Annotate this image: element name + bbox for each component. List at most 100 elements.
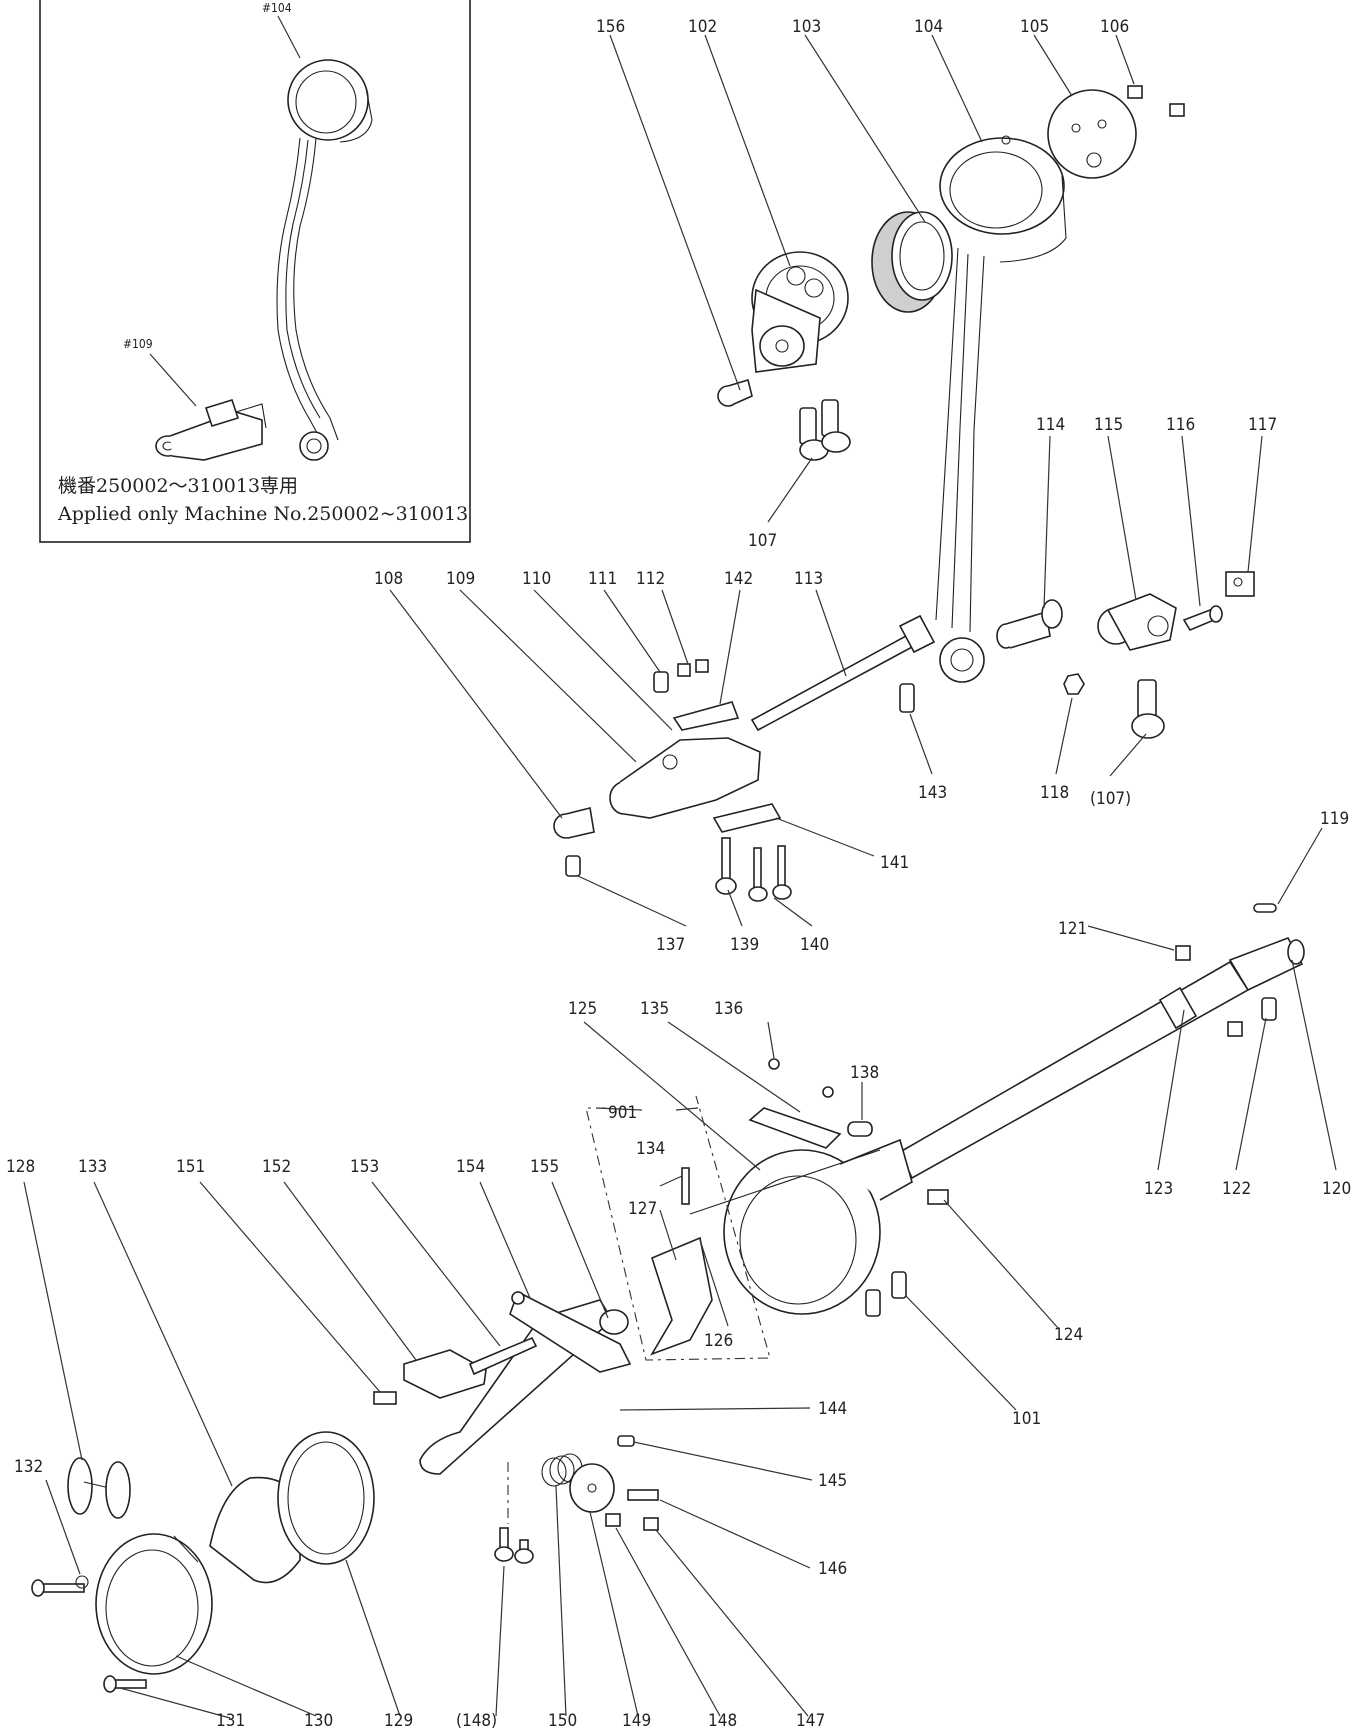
callout-141: 141 — [880, 853, 909, 873]
inset-note-jp: 機番250002〜310013専用 — [58, 475, 298, 497]
part-107-screws — [799, 399, 851, 461]
callout-149: 149 — [622, 1711, 651, 1728]
callout-901: 901 — [608, 1103, 637, 1123]
callout-139: 139 — [730, 935, 759, 955]
callout-140: 140 — [800, 935, 829, 955]
callout-101: 101 — [1012, 1409, 1041, 1429]
part-134-pin — [681, 1167, 690, 1205]
part-114-pin — [996, 599, 1063, 649]
part-121-setscrew — [1175, 945, 1191, 961]
part-143-pin — [899, 683, 915, 713]
callout-105: 105 — [1020, 17, 1049, 37]
callout-123: 123 — [1144, 1179, 1173, 1199]
callout-116: 116 — [1166, 415, 1195, 435]
part-139-140-screws — [715, 837, 792, 902]
callout-130: 130 — [304, 1711, 333, 1728]
part-122-pins — [1227, 997, 1277, 1037]
part-138-key — [847, 1121, 873, 1137]
callout-102: 102 — [688, 17, 717, 37]
part-136-screws — [768, 1058, 834, 1098]
callout-150: 150 — [548, 1711, 577, 1728]
part-131-132-screws — [31, 1575, 147, 1693]
part-125-hook-driver — [689, 1138, 913, 1315]
callout-106: 106 — [1100, 17, 1129, 37]
callout-153: 153 — [350, 1157, 379, 1177]
leader-lines — [23, 34, 1337, 1719]
part-111-112-setscrews — [653, 659, 709, 693]
inset-ref-109: #109 — [123, 337, 153, 351]
callout-128: 128 — [6, 1157, 35, 1177]
part-102-eccentric-cam — [751, 251, 849, 373]
callout-124: 124 — [1054, 1325, 1083, 1345]
part-127-hook — [650, 1236, 713, 1356]
part-113-shaft — [750, 614, 936, 732]
part-115-block — [1097, 593, 1177, 651]
callout-114: 114 — [1036, 415, 1065, 435]
part-135-plate — [748, 1107, 842, 1149]
inset-link-drawing — [276, 59, 373, 461]
callout-125: 125 — [568, 999, 597, 1019]
callout-labels: 156 102 103 104 105 106 107 114 115 116 … — [6, 17, 1351, 1728]
part-129-gib-ring — [277, 1431, 375, 1565]
inset-panel: #104 #109 機番250002〜310013専用 Applied only… — [39, 0, 471, 543]
callout-145: 145 — [818, 1471, 847, 1491]
part-155-stud — [599, 1309, 629, 1335]
part-107b-screw — [1131, 679, 1165, 739]
part-148b-screws — [494, 1527, 534, 1564]
callout-152: 152 — [262, 1157, 291, 1177]
part-119-key — [1253, 903, 1277, 913]
callout-143: 143 — [918, 783, 947, 803]
callout-137: 137 — [656, 935, 685, 955]
callout-146: 146 — [818, 1559, 847, 1579]
callout-108: 108 — [374, 569, 403, 589]
callout-126: 126 — [704, 1331, 733, 1351]
callout-131: 131 — [216, 1711, 245, 1728]
callout-122: 122 — [1222, 1179, 1251, 1199]
callout-107-ref: (107) — [1090, 789, 1131, 809]
callout-147: 147 — [796, 1711, 825, 1728]
part-142-plate — [672, 701, 740, 731]
part-106-screws — [1127, 85, 1185, 117]
part-153-pin — [468, 1336, 538, 1376]
callout-111: 111 — [588, 569, 617, 589]
callout-134: 134 — [636, 1139, 665, 1159]
part-156-screw — [717, 378, 753, 407]
callout-154: 154 — [456, 1157, 485, 1177]
callout-110: 110 — [522, 569, 551, 589]
callout-136: 136 — [714, 999, 743, 1019]
callout-112: 112 — [636, 569, 665, 589]
part-101-hook-shaft — [898, 937, 1305, 1180]
part-151-screw — [373, 1391, 397, 1405]
part-124-setscrew — [927, 1189, 949, 1205]
callout-138: 138 — [850, 1063, 879, 1083]
callout-109: 109 — [446, 569, 475, 589]
callout-151: 151 — [176, 1157, 205, 1177]
part-141-plate — [712, 803, 782, 833]
callout-120: 120 — [1322, 1179, 1351, 1199]
callout-148: 148 — [708, 1711, 737, 1728]
part-105-plate — [1047, 89, 1137, 179]
callout-144: 144 — [818, 1399, 847, 1419]
callout-103: 103 — [792, 17, 821, 37]
callout-129: 129 — [384, 1711, 413, 1728]
part-901-group-bracket — [585, 1095, 771, 1361]
part-116-screw — [1182, 605, 1223, 632]
callout-155: 155 — [530, 1157, 559, 1177]
inset-crank-drawing — [155, 399, 267, 461]
part-145-pin — [617, 1435, 635, 1447]
part-118-nut — [1063, 673, 1085, 695]
inset-note-en: Applied only Machine No.250002~310013 — [57, 503, 468, 525]
callout-113: 113 — [794, 569, 823, 589]
callout-115: 115 — [1094, 415, 1123, 435]
inset-ref-104: #104 — [262, 1, 292, 15]
part-104-connecting-rod — [935, 135, 1067, 683]
callout-119: 119 — [1320, 809, 1349, 829]
callout-117: 117 — [1248, 415, 1277, 435]
part-130-hook-cap — [95, 1533, 213, 1675]
callout-156: 156 — [596, 17, 625, 37]
part-128-bobbin — [67, 1457, 131, 1519]
callout-121: 121 — [1058, 919, 1087, 939]
part-108-sleeve — [553, 807, 595, 839]
part-152-bracket — [403, 1349, 487, 1399]
callout-118: 118 — [1040, 783, 1069, 803]
